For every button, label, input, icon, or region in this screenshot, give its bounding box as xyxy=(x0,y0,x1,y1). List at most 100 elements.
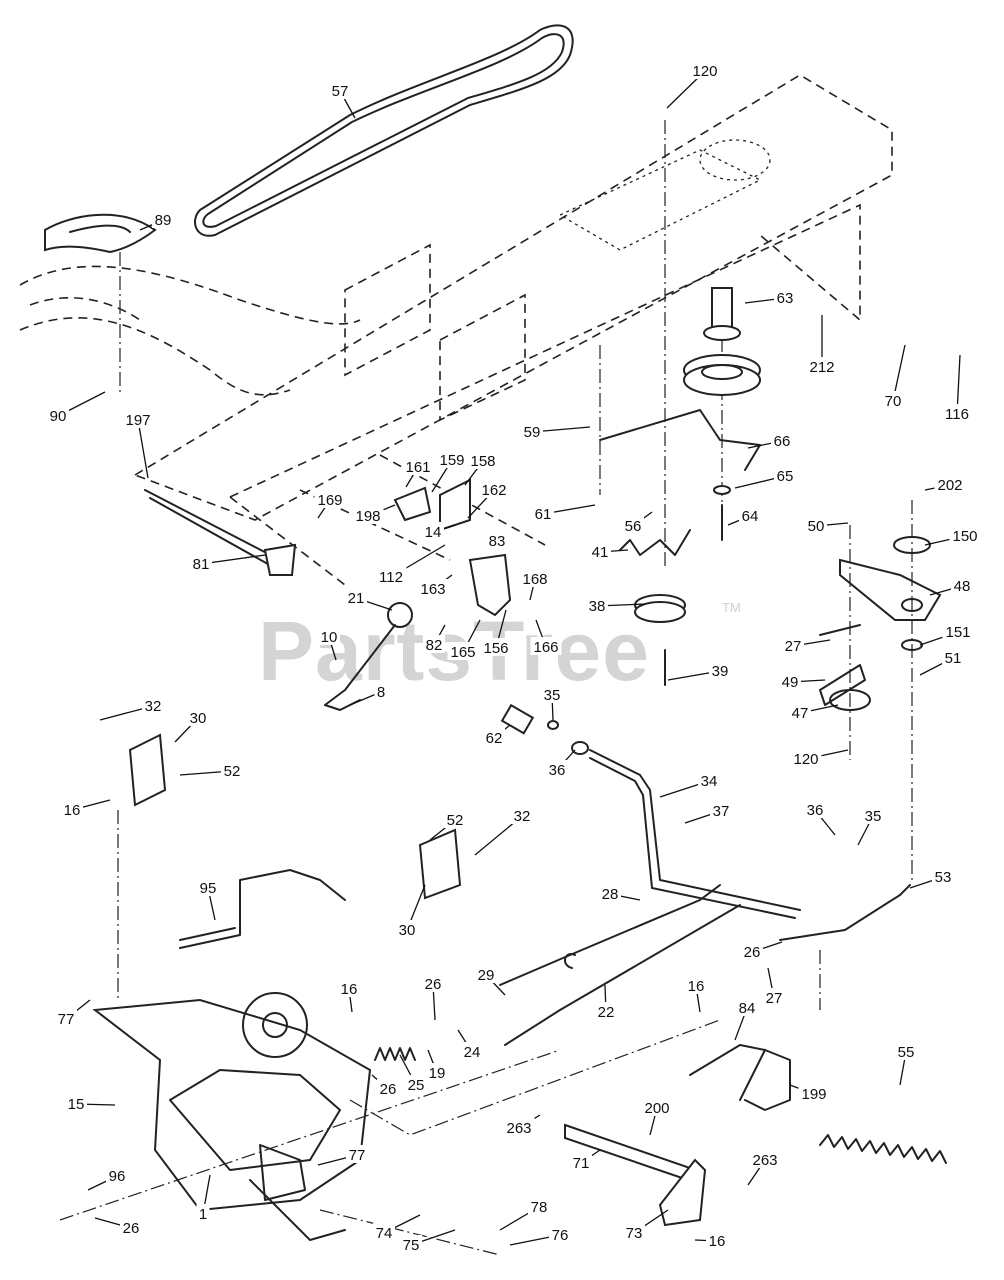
part-number-label: 198 xyxy=(355,508,380,525)
watermark-trademark: TM xyxy=(722,600,741,615)
part-number-label: 15 xyxy=(68,1096,85,1113)
part-number-label: 163 xyxy=(420,581,445,598)
part-number-label: 62 xyxy=(486,730,503,747)
callout-36: 36 xyxy=(546,749,576,779)
part-number-label: 263 xyxy=(506,1120,531,1137)
part-number-label: 89 xyxy=(155,212,172,229)
callout-background xyxy=(318,627,340,645)
part-number-label: 66 xyxy=(774,433,791,450)
callout-background xyxy=(345,588,367,606)
part-number-label: 27 xyxy=(766,990,783,1007)
part-number-label: 36 xyxy=(549,762,566,779)
callout-39: 39 xyxy=(667,661,731,681)
part-number-label: 156 xyxy=(483,640,508,657)
callout-background xyxy=(444,810,466,828)
callout-65: 65 xyxy=(734,466,796,489)
callout-34: 34 xyxy=(659,771,720,798)
callout-41: 41 xyxy=(589,542,629,561)
part-number-label: 120 xyxy=(692,63,717,80)
mounting-bracket-center xyxy=(418,828,462,900)
callout-background xyxy=(595,1002,617,1020)
callout-background xyxy=(798,1084,830,1102)
part-number-label: 78 xyxy=(531,1199,548,1216)
callout-background xyxy=(377,1079,399,1097)
part-number-label: 25 xyxy=(408,1077,425,1094)
callout-background xyxy=(447,642,479,660)
part-number-label: 35 xyxy=(544,687,561,704)
clutch-bracket xyxy=(819,500,942,880)
part-number-label: 64 xyxy=(742,508,759,525)
callout-158: 158 xyxy=(464,451,499,486)
callout-background xyxy=(475,965,497,983)
callout-59: 59 xyxy=(521,422,591,441)
part-number-label: 28 xyxy=(602,886,619,903)
part-number-label: 16 xyxy=(64,802,81,819)
mounting-bracket-left xyxy=(117,733,167,1000)
part-number-label: 166 xyxy=(533,639,558,656)
part-number-label: 263 xyxy=(752,1152,777,1169)
callout-30: 30 xyxy=(396,884,426,939)
callout-background xyxy=(934,475,966,493)
part-number-label: 77 xyxy=(58,1011,75,1028)
callout-198: 198 xyxy=(352,504,396,525)
callout-background xyxy=(895,1042,917,1060)
callout-background xyxy=(706,1231,728,1249)
part-number-label: 49 xyxy=(782,674,799,691)
callout-background xyxy=(152,210,174,228)
callout-background xyxy=(951,576,973,594)
callout-background xyxy=(749,1150,781,1168)
callout-background xyxy=(530,637,562,655)
callout-32: 32 xyxy=(99,696,164,721)
part-number-label: 165 xyxy=(450,644,475,661)
part-number-label: 120 xyxy=(793,751,818,768)
callout-1: 1 xyxy=(196,1174,211,1223)
callout-165: 165 xyxy=(447,619,481,661)
part-number-label: 158 xyxy=(470,453,495,470)
callout-background xyxy=(426,1063,448,1081)
callout-background xyxy=(329,81,351,99)
part-number-label: 52 xyxy=(224,763,241,780)
callout-50: 50 xyxy=(805,516,849,535)
callout-32: 32 xyxy=(474,806,533,856)
brake-bracket xyxy=(393,478,512,617)
callout-background xyxy=(942,648,964,666)
callout-38: 38 xyxy=(586,596,646,615)
callout-background xyxy=(196,1204,210,1222)
callout-background xyxy=(932,867,954,885)
callout-background xyxy=(805,516,827,534)
callout-120: 120 xyxy=(666,61,721,109)
callout-background xyxy=(373,1223,395,1241)
callout-116: 116 xyxy=(941,354,973,423)
part-number-label: 1 xyxy=(199,1206,207,1223)
spring-55 xyxy=(819,1134,947,1164)
part-number-label: 83 xyxy=(489,533,506,550)
callout-64: 64 xyxy=(727,506,761,526)
callout-background xyxy=(549,1225,571,1243)
control-rods xyxy=(499,884,911,1046)
callout-background xyxy=(47,406,69,424)
callout-background xyxy=(467,451,499,469)
seat-pan-part xyxy=(44,213,157,395)
callout-background xyxy=(710,801,732,819)
part-number-label: 35 xyxy=(865,808,882,825)
assembly-centerlines xyxy=(59,345,821,1256)
callout-168: 168 xyxy=(519,569,551,601)
callout-159: 159 xyxy=(431,450,468,493)
spring-25 xyxy=(374,1047,416,1061)
part-number-label: 116 xyxy=(945,406,969,423)
part-number-label: 48 xyxy=(954,578,971,595)
part-number-label: 76 xyxy=(552,1227,569,1244)
callout-background xyxy=(541,685,563,703)
callout-background xyxy=(586,596,608,614)
part-number-label: 30 xyxy=(399,922,416,939)
callout-26: 26 xyxy=(94,1217,142,1237)
callout-background xyxy=(623,1223,645,1241)
callout-background xyxy=(400,1235,422,1253)
rod-95 xyxy=(179,869,346,949)
callout-background xyxy=(782,636,804,654)
callout-53: 53 xyxy=(909,867,954,889)
callout-background xyxy=(570,1153,592,1171)
part-number-label: 16 xyxy=(341,981,358,998)
part-number-label: 56 xyxy=(625,518,642,535)
pulley-38 xyxy=(619,529,691,686)
